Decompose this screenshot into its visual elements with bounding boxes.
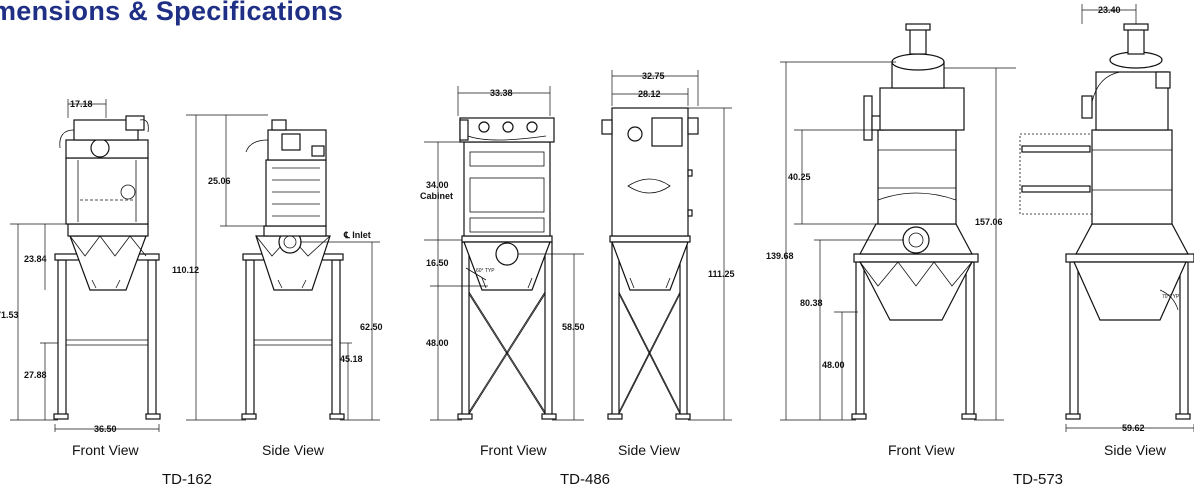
td162-side-view: 110.12 25.06 ℄ Inlet 62.50 45.18	[172, 114, 383, 421]
td573-front-view: 139.68 40.25 80.38 48.00 157.06	[766, 23, 1016, 421]
td162-side-view-label: Side View	[262, 442, 325, 458]
td162-front-base-width: 36.50	[94, 424, 117, 434]
td573-front-view-label: Front View	[888, 442, 956, 458]
td486-front-width: 33.38	[490, 88, 513, 98]
td162-front-hopper: 23.84	[24, 254, 47, 264]
td486-cabinet-label: Cabinet	[420, 191, 453, 201]
td573-front-inlet: 80.38	[800, 298, 823, 308]
td162-side-leg: 45.18	[340, 354, 363, 364]
td486-front-inlet: 58.50	[562, 322, 585, 332]
td573-typ-angle: 70°TYP	[1162, 294, 1180, 300]
td486-side-inner-width: 28.12	[638, 89, 661, 99]
td486-front-view-label: Front View	[480, 442, 548, 458]
td486-side-overall: 111.25	[708, 269, 735, 279]
td573-side-view: 23.40 59.62 70°TYP	[1019, 4, 1194, 433]
td573-front-total: 157.06	[975, 217, 1003, 227]
td486-side-view-label: Side View	[618, 442, 681, 458]
td486-front-hopper: 16.50	[426, 258, 449, 268]
td486-model-label: TD-486	[560, 471, 610, 488]
td573-front-leg: 48.00	[822, 360, 845, 370]
td573-model-label: TD-573	[1013, 471, 1063, 488]
td486-side-view: 32.75 28.12 111.25	[601, 70, 735, 421]
td486-typ-angle: 60° TYP	[476, 268, 495, 274]
td162-front-top-width: 17.18	[70, 99, 93, 109]
td162-side-overall: 110.12	[172, 265, 199, 275]
td486-front-leg: 48.00	[426, 338, 449, 348]
td573-front-cylinder: 40.25	[788, 172, 811, 182]
td573-front-overall: 139.68	[766, 251, 794, 261]
td573-side-base-width: 59.62	[1122, 423, 1145, 433]
td162-inlet-label: ℄ Inlet	[343, 230, 371, 240]
td162-front-view-label: Front View	[72, 442, 140, 458]
td486-cabinet-height: 34.00	[426, 180, 449, 190]
page-title: mensions & Specifications	[0, 0, 344, 26]
td162-front-leg: 27.88	[24, 370, 47, 380]
td162-front-view: 17.18 36.50 23.84 71.53 27.88	[0, 99, 161, 434]
td573-side-view-label: Side View	[1104, 442, 1167, 458]
td486-front-view: 33.38 34.00 Cabinet 16.50 48.00 58.50 60…	[420, 86, 585, 421]
td486-side-outer-width: 32.75	[642, 71, 665, 81]
td162-side-top: 25.06	[208, 176, 231, 186]
td573-side-top: 23.40	[1098, 5, 1121, 15]
td162-front-overall: 71.53	[0, 310, 19, 320]
td162-side-inlet: 62.50	[360, 322, 383, 332]
td162-model-label: TD-162	[162, 471, 212, 488]
